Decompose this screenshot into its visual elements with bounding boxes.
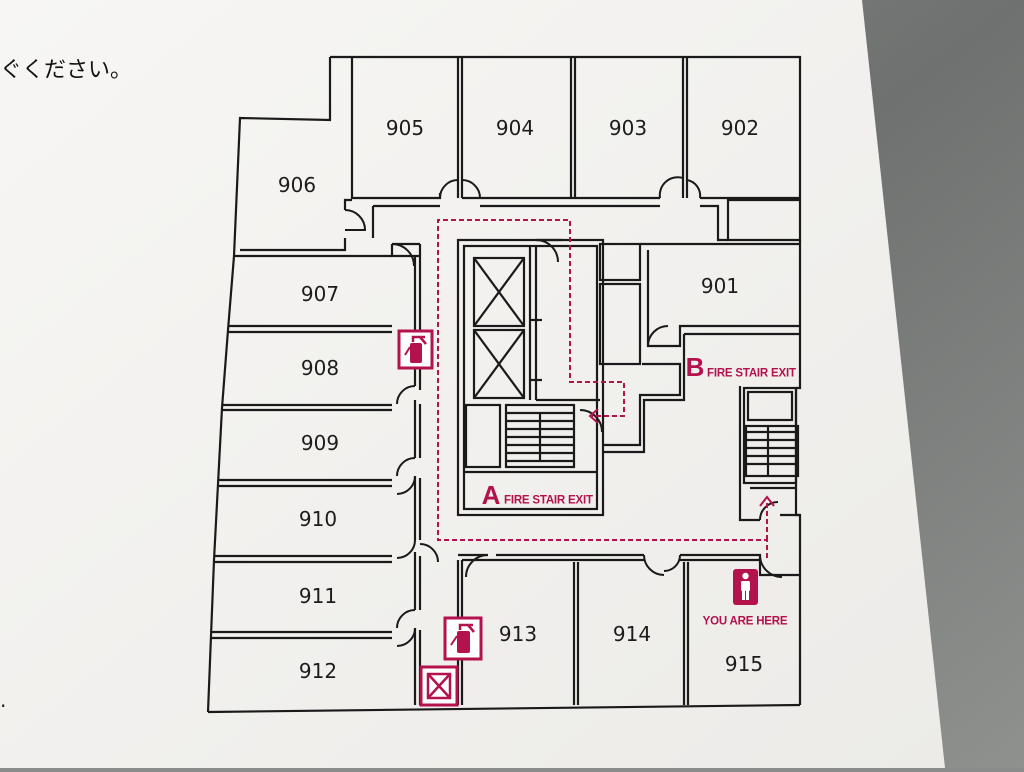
sign-edge-fragment: . (0, 688, 7, 712)
room-907-label: 907 (300, 282, 340, 306)
room-901-label: 901 (700, 274, 740, 298)
room-902-label: 902 (720, 116, 760, 140)
room-910-label: 910 (298, 507, 338, 531)
you-are-here-label: YOU ARE HERE (702, 615, 788, 628)
room-915-label: 915 (724, 652, 764, 676)
room-905-label: 905 (385, 116, 425, 140)
route-arrowheads (588, 408, 775, 507)
walls (206, 55, 802, 714)
door-swings (344, 176, 783, 647)
room-904-label: 904 (495, 116, 535, 140)
room-906-label: 906 (277, 173, 317, 197)
exit-b-letter: B (685, 352, 705, 382)
sign-heading-fragment: ぐください。 (0, 58, 133, 83)
exit-a-letter: A (481, 480, 501, 510)
fire-extinguisher-icon (443, 616, 483, 661)
room-911-label: 911 (298, 584, 338, 608)
room-909-label: 909 (300, 431, 340, 455)
room-908-label: 908 (300, 356, 340, 380)
person-icon (733, 569, 758, 605)
exit-a-text: FIRE STAIR EXIT (504, 494, 593, 507)
arrow-left-icon (588, 408, 599, 424)
room-913-label: 913 (498, 622, 538, 646)
room-912-label: 912 (298, 659, 338, 683)
room-914-label: 914 (612, 622, 652, 646)
exit-b-text: FIRE STAIR EXIT (707, 367, 796, 380)
arrow-up-icon (759, 495, 775, 507)
hydrant-box-icon (419, 665, 459, 707)
fire-extinguisher-icon (397, 329, 434, 370)
room-903-label: 903 (608, 116, 648, 140)
evacuation-route (437, 219, 768, 558)
